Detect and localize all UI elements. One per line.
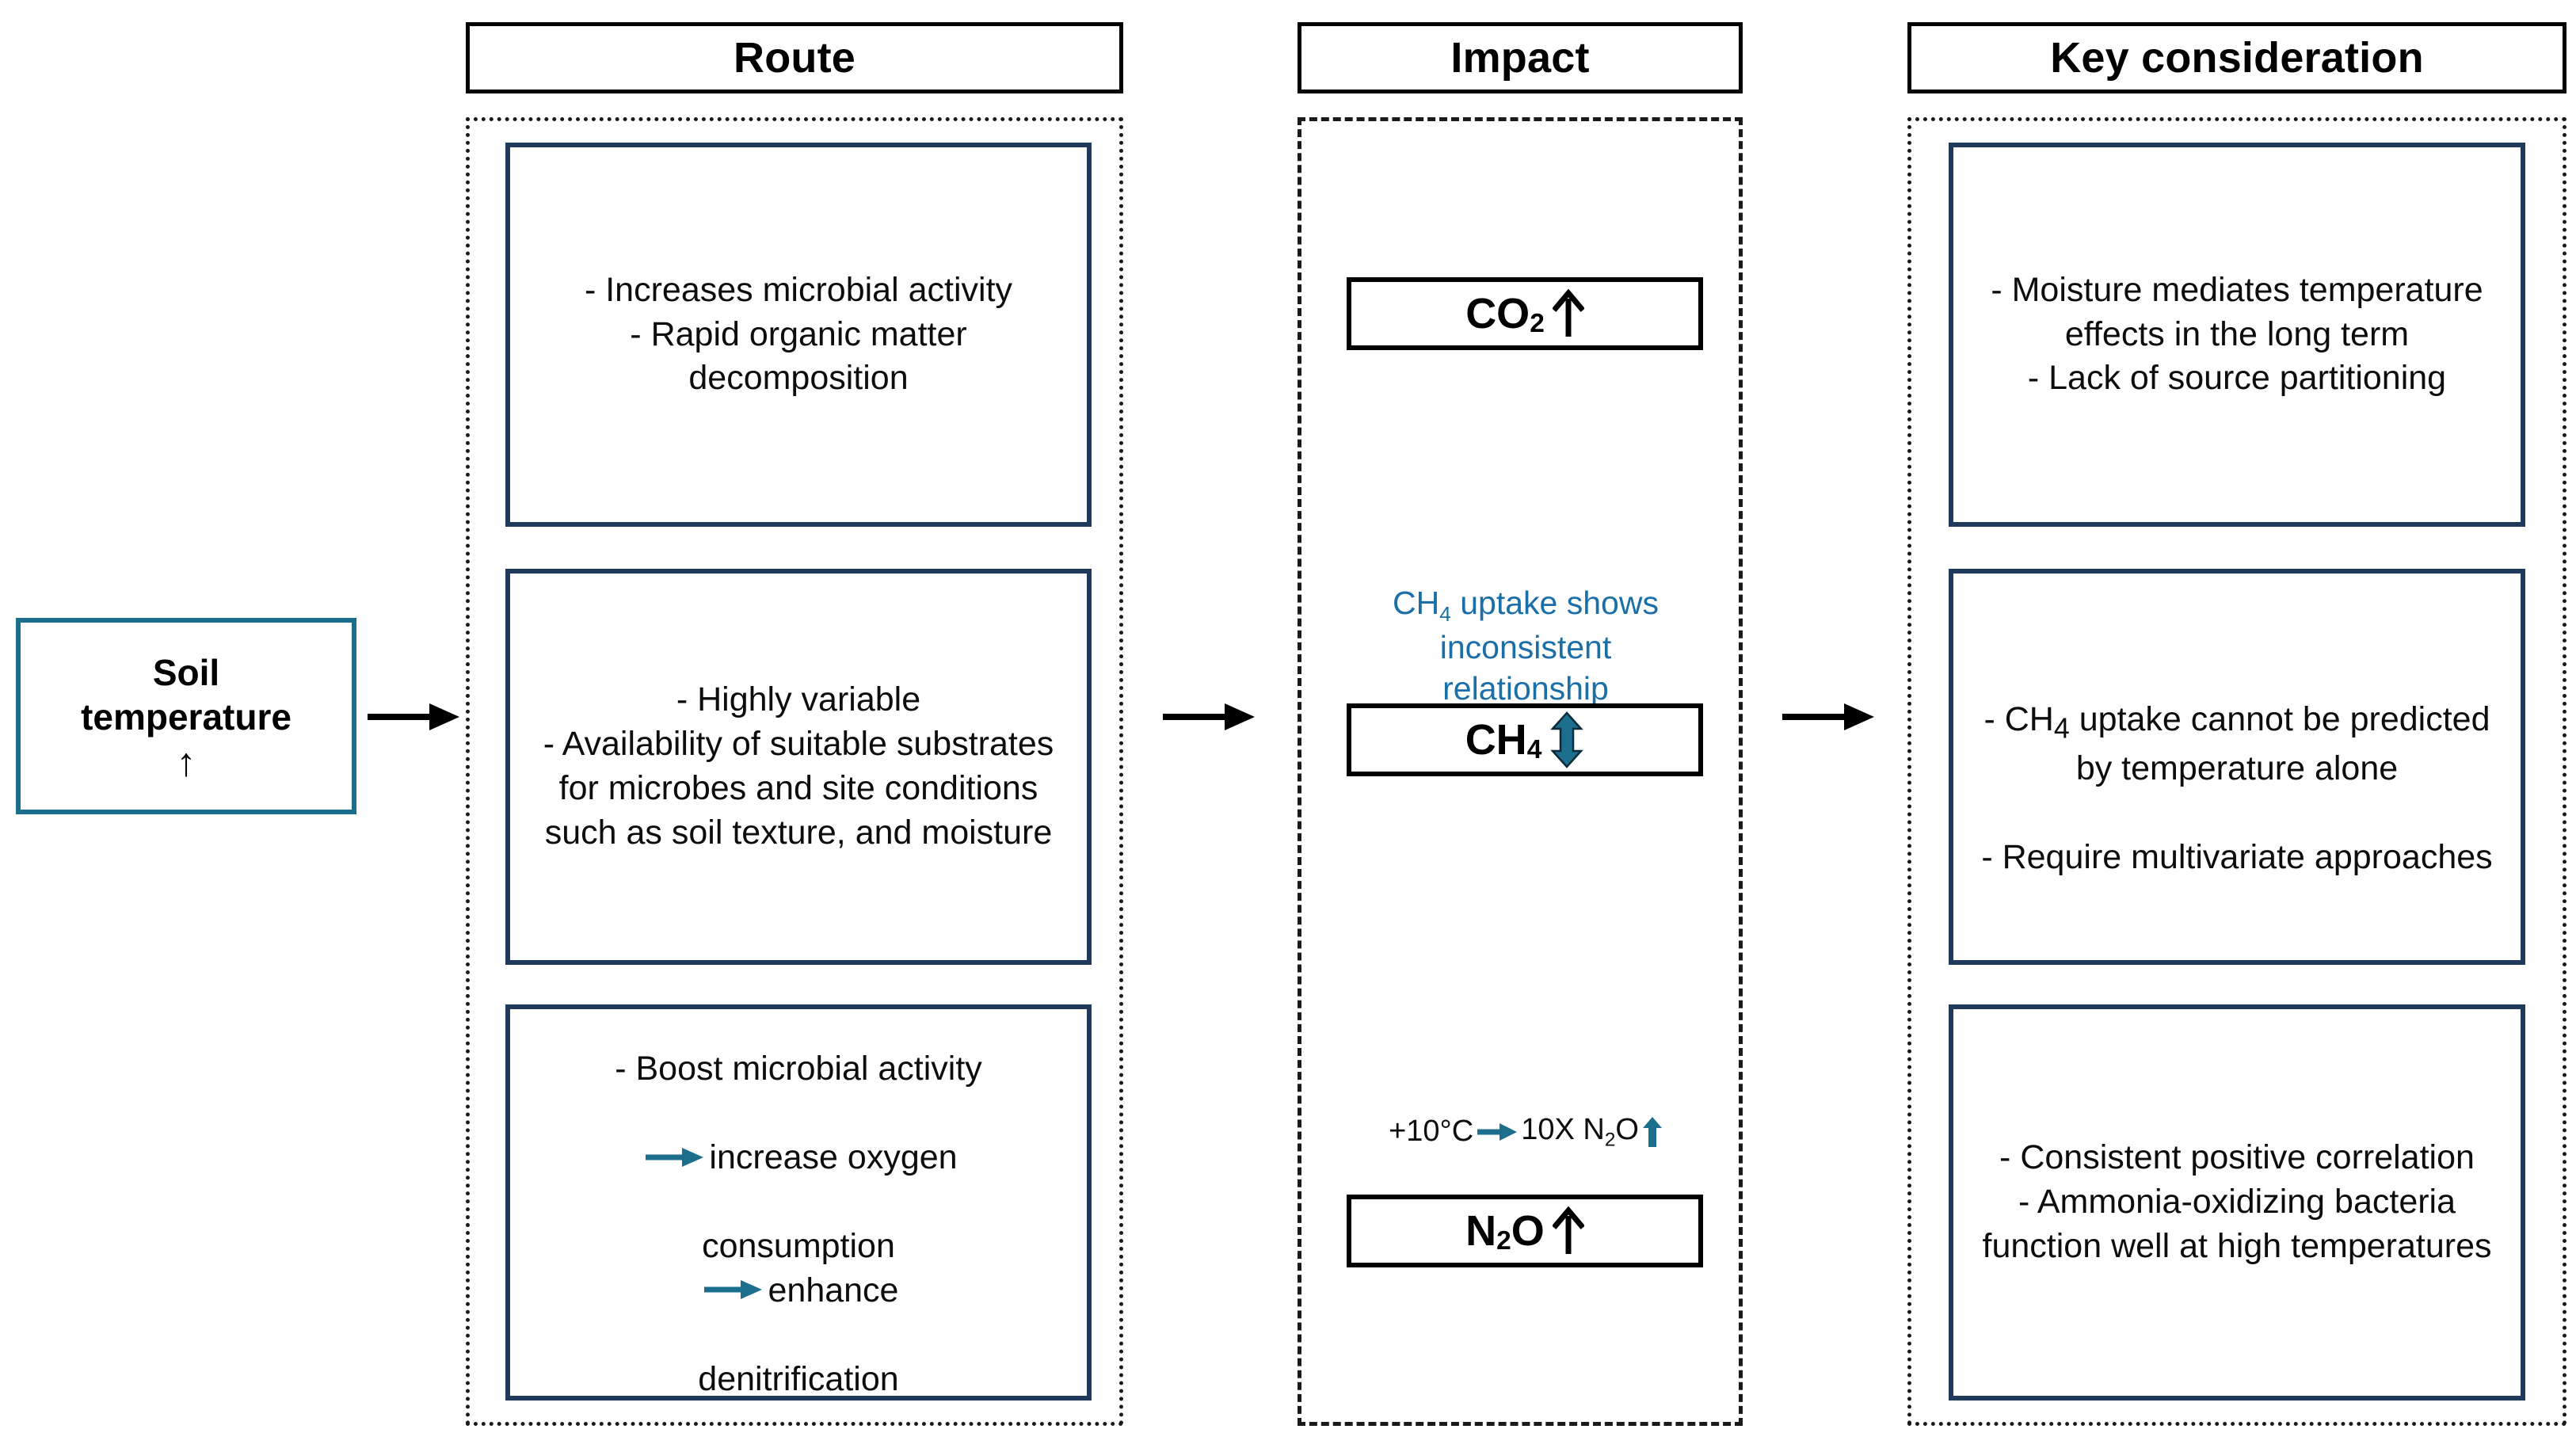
soil-temperature-box: Soil temperature ↑ bbox=[16, 618, 356, 814]
n2o-annotation: +10°C 10X N2O bbox=[1328, 1112, 1724, 1152]
blue-arrow-up-icon bbox=[1642, 1116, 1662, 1147]
key-consideration-box-2: - CH4 uptake cannot be predicted by temp… bbox=[1949, 569, 2525, 965]
arrow-up-icon: ↑ bbox=[176, 740, 196, 785]
column-header-key-consideration-label: Key consideration bbox=[2050, 34, 2424, 82]
n2o-formula-main: N bbox=[1465, 1207, 1497, 1255]
column-header-route: Route bbox=[466, 22, 1123, 93]
ch4-arrow-up-down-icon bbox=[1549, 711, 1584, 768]
blue-arrow-right-icon-3 bbox=[1477, 1122, 1518, 1141]
ch4-subscript: 4 bbox=[1526, 735, 1542, 765]
key-box-2-part-a: - CH bbox=[1983, 700, 2054, 739]
n2o-formula-tail: O bbox=[1511, 1207, 1545, 1255]
route-box-3-line4: enhance bbox=[768, 1271, 899, 1309]
route-box-3-line1: - Boost microbial activity bbox=[615, 1050, 982, 1088]
key-consideration-box-1-text: - Moisture mediates temperature effects … bbox=[1991, 270, 2483, 398]
key-consideration-box-1: - Moisture mediates temperature effects … bbox=[1949, 143, 2525, 527]
connector-arrow-source-to-route-icon bbox=[368, 703, 459, 730]
route-box-3: - Boost microbial activity increase oxyg… bbox=[505, 1004, 1092, 1401]
route-box-2: - Highly variable - Availability of suit… bbox=[505, 569, 1092, 965]
n2o-formula-subscript: 2 bbox=[1496, 1226, 1511, 1256]
column-frame-impact bbox=[1298, 117, 1743, 1426]
n2o-arrow-up-icon bbox=[1552, 1206, 1584, 1256]
key-box-2-part-b: uptake cannot be predicted by temperatur… bbox=[2069, 700, 2490, 788]
route-box-3-text: - Boost microbial activity increase oxyg… bbox=[615, 1004, 982, 1402]
n2o-annotation-prefix: +10°C bbox=[1389, 1115, 1474, 1149]
column-frame-key-consideration bbox=[1907, 117, 2566, 1426]
route-box-1: - Increases microbial activity - Rapid o… bbox=[505, 143, 1092, 527]
connector-arrow-impact-to-key-icon bbox=[1782, 703, 1874, 730]
connector-arrow-route-to-impact-icon bbox=[1163, 703, 1255, 730]
route-box-2-text: - Highly variable - Availability of suit… bbox=[543, 680, 1054, 852]
column-header-key-consideration: Key consideration bbox=[1907, 22, 2566, 93]
ch4-annotation-subscript: 4 bbox=[1439, 601, 1451, 626]
key-consideration-box-3: - Consistent positive correlation - Ammo… bbox=[1949, 1004, 2525, 1401]
co2-subscript: 2 bbox=[1530, 309, 1545, 339]
key-consideration-box-2-text: - CH4 uptake cannot be predicted by temp… bbox=[1971, 654, 2503, 880]
route-box-3-line3: consumption bbox=[702, 1226, 895, 1265]
soil-temperature-line1: Soil bbox=[152, 651, 220, 693]
column-header-impact: Impact bbox=[1298, 22, 1743, 93]
soil-temperature-line2: temperature bbox=[81, 696, 292, 737]
route-box-3-line2: increase oxygen bbox=[709, 1138, 958, 1177]
blue-arrow-right-icon-2 bbox=[704, 1280, 763, 1300]
co2-arrow-up-icon bbox=[1552, 289, 1584, 338]
column-frame-route bbox=[466, 117, 1123, 1426]
column-header-impact-label: Impact bbox=[1450, 34, 1590, 82]
blue-arrow-right-icon-1 bbox=[646, 1147, 704, 1167]
route-box-1-text: - Increases microbial activity - Rapid o… bbox=[584, 270, 1013, 398]
co2-formula-main: CO bbox=[1465, 290, 1530, 337]
column-header-route-label: Route bbox=[734, 34, 855, 82]
route-box-3-line5: denitrification bbox=[698, 1359, 899, 1398]
ch4-formula-main: CH bbox=[1465, 716, 1527, 764]
key-box-2-subscript: 4 bbox=[2053, 712, 2070, 745]
key-consideration-box-3-text: - Consistent positive correlation - Ammo… bbox=[1982, 1138, 2492, 1265]
n2o-annotation-subscript: 2 bbox=[1604, 1129, 1616, 1151]
n2o-annotation-middle: 10X N2O bbox=[1521, 1113, 1639, 1151]
key-box-2-part-c: - Require multivariate approaches bbox=[1981, 837, 2493, 876]
